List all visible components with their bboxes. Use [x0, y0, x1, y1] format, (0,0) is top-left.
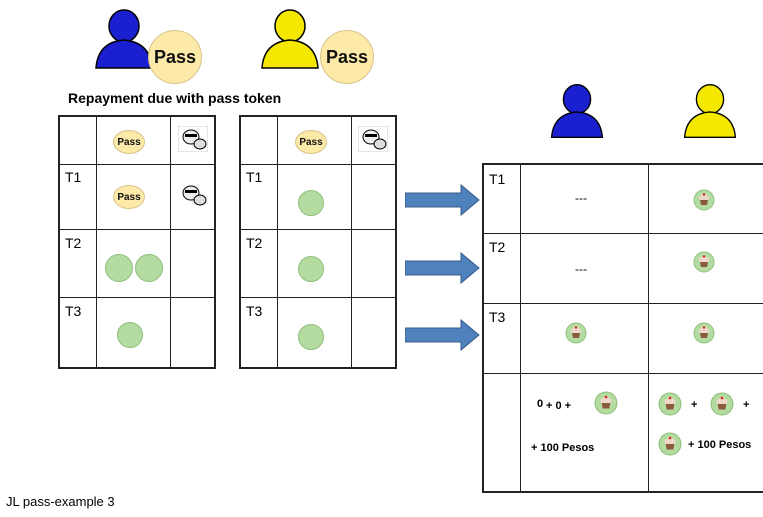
cupcake-icon — [710, 392, 734, 416]
arrow-right-icon — [405, 183, 480, 217]
money-icon — [298, 190, 324, 216]
pass-token: Pass — [148, 30, 202, 84]
pass-token-label: Pass — [153, 46, 197, 67]
arrow-right-icon — [405, 251, 480, 285]
row-label-t2: T2 — [246, 235, 263, 251]
row-label-t3: T3 — [489, 309, 506, 325]
pass-token: Pass — [113, 130, 145, 154]
formula-blue-pesos: + 100 Pesos — [531, 442, 595, 454]
row-label-t2: T2 — [65, 235, 82, 251]
cupcake-icon — [693, 251, 715, 273]
grid-with-thief: T1 T2 T3 — [58, 115, 216, 369]
person-yellow-icon — [683, 84, 737, 138]
result-grid: T1 T2 T3 — [482, 163, 763, 493]
cupcake-icon — [658, 432, 682, 456]
row-label-t1: T1 — [246, 169, 263, 185]
cupcake-icon — [658, 392, 682, 416]
money-icon — [105, 254, 133, 282]
slide-footer: JL pass-example 3 — [6, 494, 115, 509]
money-icon — [298, 324, 324, 350]
cupcake-icon — [693, 189, 715, 211]
pass-token: Pass — [113, 185, 145, 209]
cupcake-icon — [565, 322, 587, 344]
formula-yellow-plus: + — [691, 399, 698, 411]
money-icon — [135, 254, 163, 282]
thief-icon — [358, 126, 388, 152]
formula-yellow-pesos: + 100 Pesos — [688, 439, 752, 451]
grid-paid: T1 T2 T3 — [239, 115, 397, 369]
thief-icon — [182, 185, 207, 206]
row-label-t1: T1 — [489, 171, 506, 187]
row-label-t3: T3 — [246, 303, 263, 319]
cupcake-icon — [594, 391, 618, 415]
money-icon — [117, 322, 143, 348]
money-icon — [298, 256, 324, 282]
no-cupcake-t2: --- — [575, 262, 587, 276]
row-label-t3: T3 — [65, 303, 82, 319]
row-label-t1: T1 — [65, 169, 82, 185]
person-blue-icon — [550, 84, 604, 138]
formula-blue-first: 0 — [537, 398, 544, 410]
pass-token: Pass — [295, 130, 327, 154]
arrow-right-icon — [405, 318, 480, 352]
thief-icon — [178, 126, 208, 152]
formula-yellow-plus: + — [743, 399, 750, 411]
person-blue-icon — [95, 9, 153, 69]
cupcake-icon — [693, 322, 715, 344]
pass-token-label: Pass — [325, 46, 369, 67]
row-label-t2: T2 — [489, 239, 506, 255]
formula-blue-second: + 0 + — [546, 400, 572, 412]
person-yellow-icon — [261, 9, 319, 69]
no-cupcake-t1: --- — [575, 191, 587, 205]
pass-token: Pass — [320, 30, 374, 84]
diagram-title: Repayment due with pass token — [68, 90, 282, 106]
